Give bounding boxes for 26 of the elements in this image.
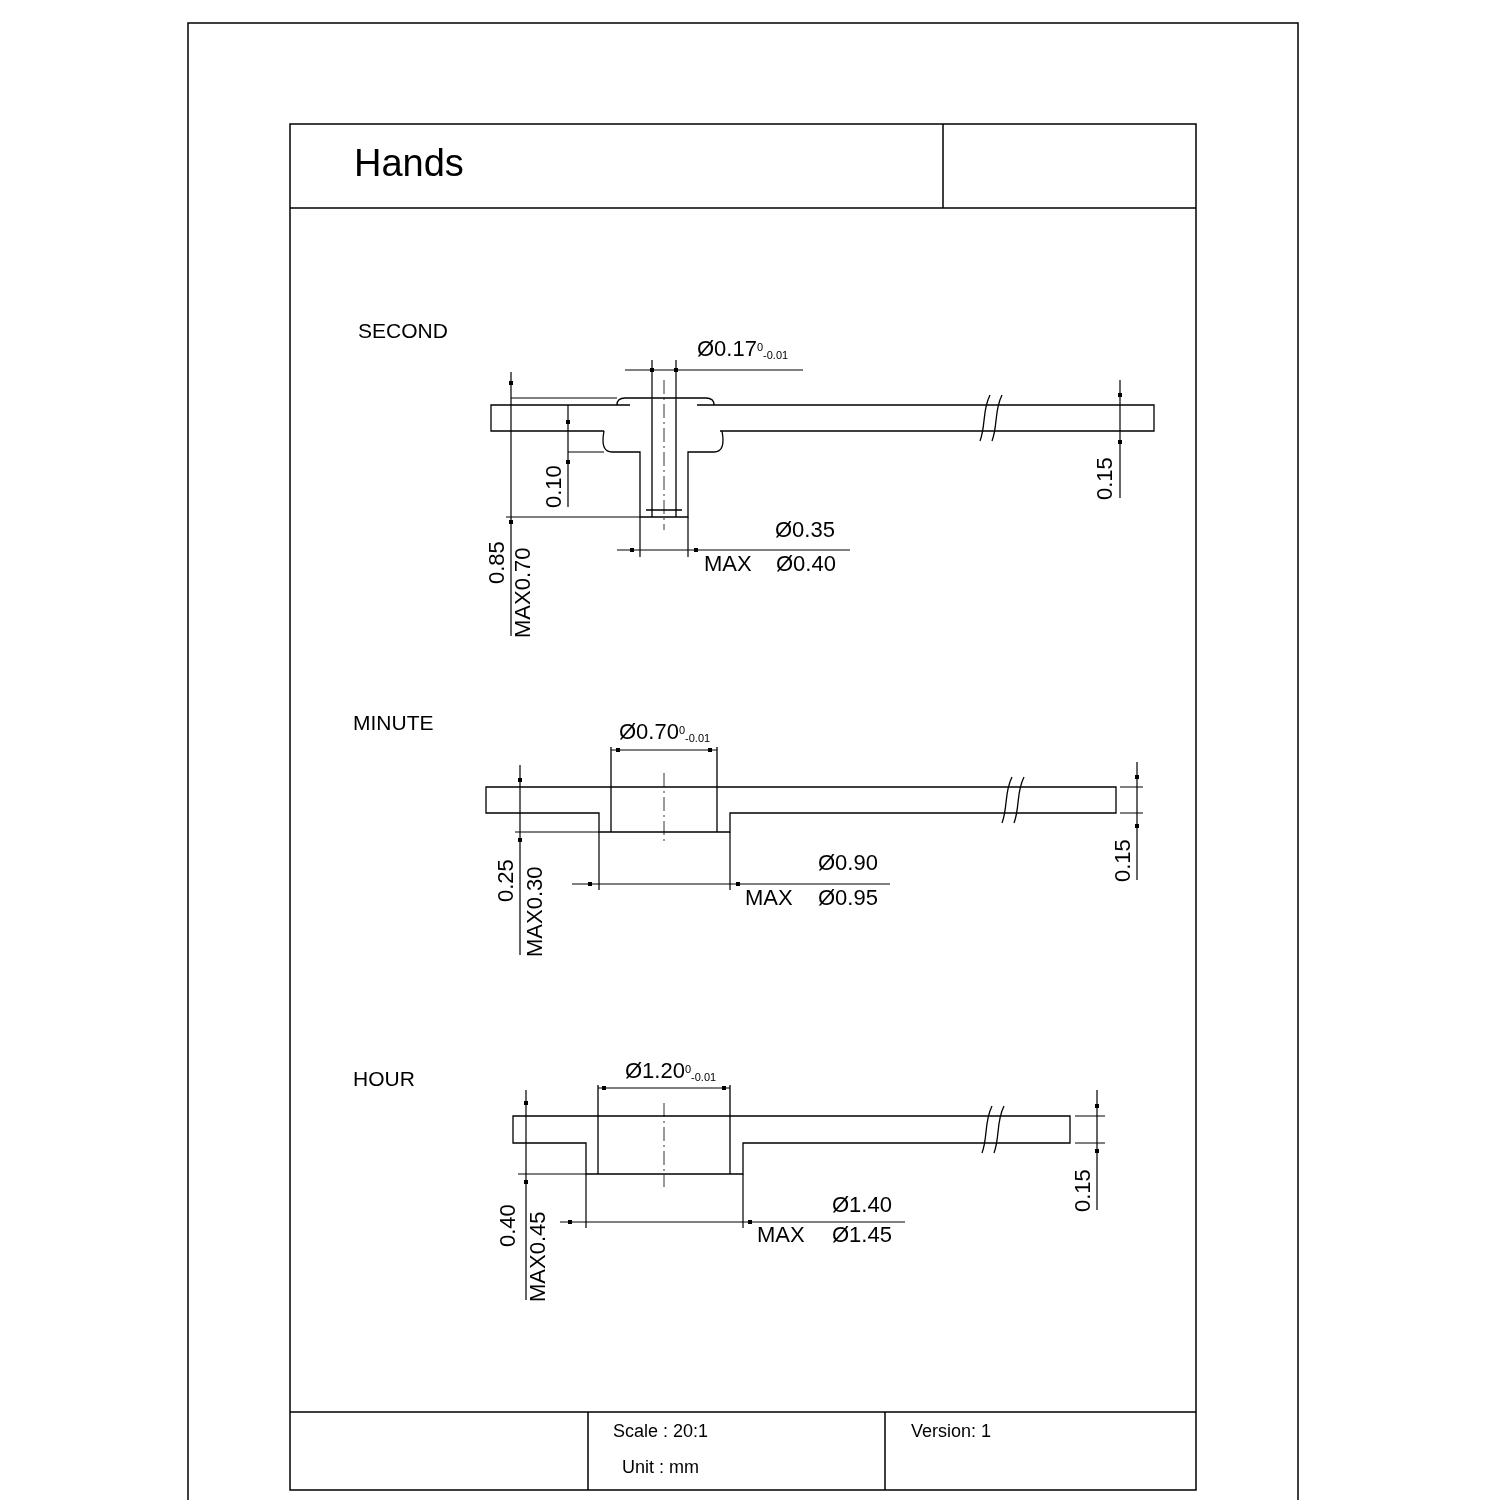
title-block-text: Unit : mm (622, 1458, 699, 1476)
dimension-text: MAX (745, 887, 793, 909)
dimension-text: Ø1.45 (832, 1224, 892, 1246)
dimension-text: 0.25 (495, 859, 517, 902)
dimension-text: Ø1.40 (832, 1194, 892, 1216)
dimension-text: 0.15 (1112, 839, 1134, 882)
dimension-text: Ø0.90 (818, 852, 878, 874)
dimension-text: MAX (704, 553, 752, 575)
title-block-text: Version: 1 (911, 1422, 992, 1440)
dimension-text: Ø0.95 (818, 887, 878, 909)
title-block-text: Scale : 20:1 (613, 1422, 709, 1440)
section-label: MINUTE (353, 712, 434, 733)
dimension-text: MAX0.30 (524, 866, 546, 957)
dimension-text: 0.15 (1072, 1169, 1094, 1212)
dimension-text: MAX (757, 1224, 805, 1246)
dimension-text: 0.40 (497, 1204, 519, 1247)
dimension-text: 0.15 (1094, 457, 1116, 500)
dimension-text: 0.10 (543, 465, 565, 508)
dimension-text: 0.85 (486, 541, 508, 584)
dimension-text: MAX0.70 (512, 547, 534, 638)
dimension-text: Ø0.35 (775, 519, 835, 541)
section-label: SECOND (358, 320, 448, 341)
dimension-text: Ø0.40 (776, 553, 836, 575)
dimension-text: MAX0.45 (527, 1211, 549, 1302)
drawing-title: Hands (354, 144, 464, 182)
section-label: HOUR (353, 1068, 415, 1089)
